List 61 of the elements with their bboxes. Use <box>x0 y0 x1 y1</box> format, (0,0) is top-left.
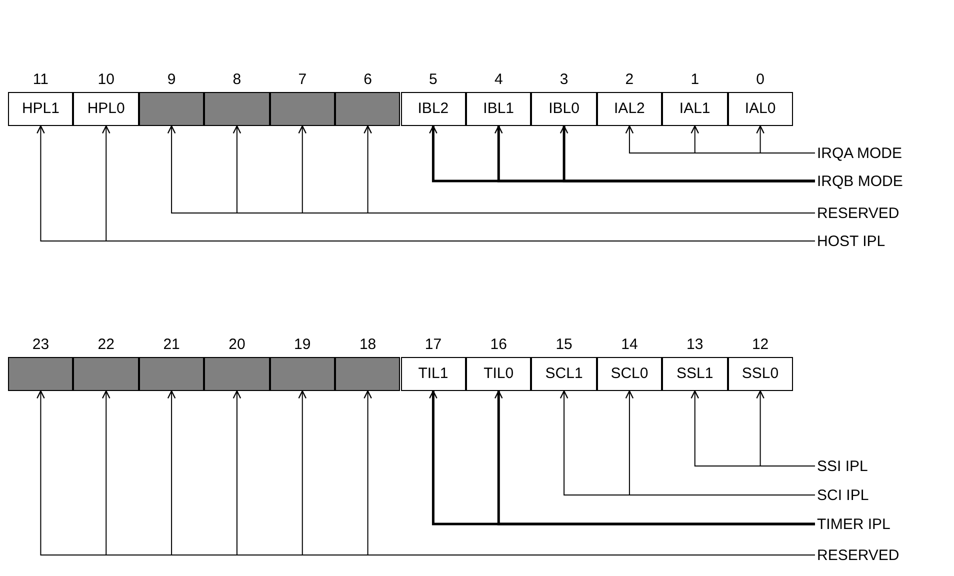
register-bit-cell: SCL1 <box>531 357 597 391</box>
signal-label: TIMER IPL <box>817 515 950 533</box>
bit-number: 22 <box>96 337 116 352</box>
arrow <box>560 125 815 182</box>
bit-number: 8 <box>232 72 242 87</box>
bit-number: 10 <box>96 72 116 87</box>
reserved-bit-cell <box>270 357 336 391</box>
bit-number: 6 <box>362 72 373 87</box>
reserved-bit-cell <box>204 357 270 391</box>
bit-number: 18 <box>358 337 378 352</box>
reserved-bit-cell <box>270 92 336 126</box>
register-bit-cell: IAL1 <box>662 92 728 126</box>
bit-number: 14 <box>620 337 639 352</box>
bit-number: 15 <box>554 337 574 352</box>
bit-number: 19 <box>293 337 312 352</box>
bit-number: 2 <box>624 72 635 87</box>
arrow <box>756 125 816 154</box>
reserved-bit-cell <box>335 357 400 391</box>
reserved-bit-cell <box>335 92 400 126</box>
register-bit-cell: SSL0 <box>728 357 793 391</box>
reserved-bit-cell <box>204 92 270 126</box>
register-bit-cell: HPL0 <box>73 92 139 126</box>
signal-label: RESERVED <box>817 546 950 564</box>
bit-number: 0 <box>755 72 766 87</box>
arrow <box>625 390 816 496</box>
reserved-bit-cell <box>73 357 139 391</box>
register-bit-cell: TIL1 <box>400 357 466 391</box>
register-bit-cell: IBL2 <box>400 92 466 126</box>
reserved-bit-cell <box>138 92 204 126</box>
register-bit-cell: SCL0 <box>596 357 662 391</box>
arrow <box>494 390 815 526</box>
signal-label: HOST IPL <box>817 232 950 250</box>
register-bit-cell: HPL1 <box>8 92 74 126</box>
bit-number: 3 <box>558 72 570 87</box>
bit-number: 21 <box>162 337 181 352</box>
bit-number: 1 <box>690 72 700 87</box>
signal-label: IRQB MODE <box>817 172 950 190</box>
bit-number: 7 <box>297 72 308 87</box>
arrow <box>756 390 816 466</box>
register-bit-cell: IAL0 <box>728 92 793 126</box>
bit-number: 5 <box>428 72 438 87</box>
register-bit-cell: IBL1 <box>466 92 532 126</box>
bit-number: 4 <box>493 72 504 87</box>
bit-number: 11 <box>32 72 50 87</box>
signal-label: SSI IPL <box>817 457 950 475</box>
reserved-bit-cell <box>138 357 204 391</box>
bit-number: 16 <box>489 337 508 352</box>
signal-label: RESERVED <box>817 204 950 222</box>
register-bit-cell: TIL0 <box>466 357 532 391</box>
bit-number: 17 <box>424 337 443 352</box>
signal-label: IRQA MODE <box>817 144 950 162</box>
bit-number: 9 <box>166 72 177 87</box>
register-bit-cell: IBL0 <box>531 92 597 126</box>
signal-label: SCI IPL <box>817 486 950 504</box>
register-bit-cell: IAL2 <box>596 92 662 126</box>
bit-number: 13 <box>686 337 704 352</box>
reserved-bit-cell <box>8 357 74 391</box>
bit-number: 23 <box>31 337 50 352</box>
bit-number: 20 <box>228 337 246 352</box>
bit-number: 12 <box>750 337 770 352</box>
register-bit-cell: SSL1 <box>662 357 728 391</box>
